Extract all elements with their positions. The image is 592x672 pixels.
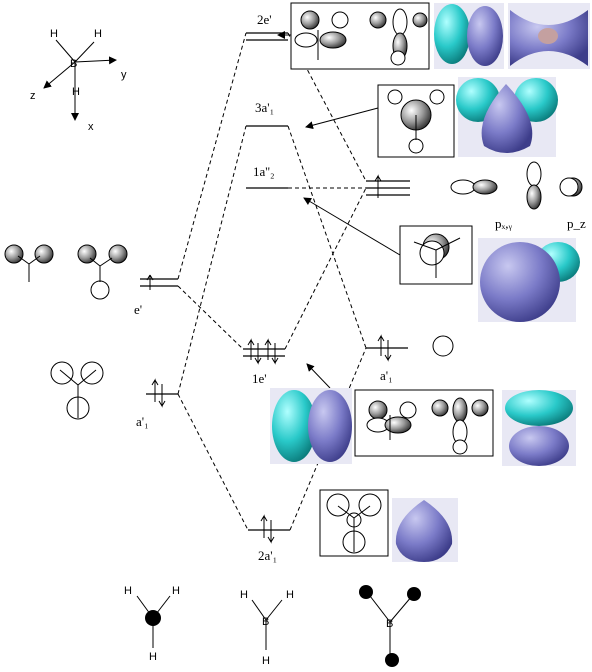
h3-h1-label: H bbox=[124, 585, 132, 597]
render-1e-a bbox=[270, 388, 352, 464]
axis-x-label: x bbox=[88, 121, 94, 133]
mo-2a1-electron-up bbox=[260, 514, 268, 538]
arrow-3a1 bbox=[305, 107, 379, 130]
axis-h3-label: H bbox=[72, 86, 80, 98]
arrow-1a2 bbox=[303, 197, 401, 256]
bh3-h2-label: H bbox=[286, 589, 294, 601]
b-s-orbital bbox=[432, 335, 454, 357]
mo-1eprime-label: 1e' bbox=[252, 371, 267, 386]
axis-y-label: y bbox=[121, 69, 127, 81]
left-aprime1-label: a'₁ bbox=[136, 414, 149, 429]
axis-h1-label: H bbox=[50, 28, 58, 40]
mo-3a1-label: 3a'₁ bbox=[255, 100, 274, 115]
h3-h2-label: H bbox=[172, 585, 180, 597]
b-py-orbital bbox=[526, 161, 542, 210]
render-2e-a bbox=[434, 3, 504, 69]
bh3-h3-label: H bbox=[262, 655, 270, 667]
bh3-boron-label: B bbox=[262, 616, 269, 628]
left-a1-electron-down bbox=[158, 384, 166, 408]
render-1e-b bbox=[502, 390, 576, 466]
bh3-structure: B H H H bbox=[240, 589, 294, 667]
mo-2eprime-label: 2e' bbox=[257, 12, 272, 27]
mo-1e-electron-4 bbox=[271, 343, 279, 365]
left-a1-electron-up bbox=[151, 378, 159, 402]
orbital-box-2e bbox=[290, 2, 430, 70]
render-2e-b bbox=[508, 3, 590, 69]
render-3a1 bbox=[456, 77, 558, 157]
render-2a1 bbox=[392, 498, 458, 562]
axis-boron-label: B bbox=[70, 58, 77, 70]
pz-label: p_z bbox=[567, 216, 586, 231]
b-fragment-boron-label: B bbox=[386, 618, 393, 630]
left-e-electron bbox=[146, 274, 154, 290]
orbital-box-1a2 bbox=[399, 225, 473, 285]
right-aprime1-label: a'₁ bbox=[380, 368, 393, 383]
right-a1-electron-down bbox=[384, 340, 392, 362]
pxy-label: pₓ,ᵧ bbox=[495, 216, 513, 232]
render-1a2 bbox=[478, 238, 580, 322]
b-pz-orbital bbox=[559, 177, 583, 197]
h3-e-orbital-2 bbox=[77, 244, 128, 300]
h3-structure: H H H bbox=[124, 585, 180, 663]
h3-a1-orbital bbox=[50, 361, 104, 420]
axis-z-label: z bbox=[30, 90, 36, 102]
right-p-electron bbox=[374, 174, 382, 198]
h3-h3-label: H bbox=[149, 651, 157, 663]
right-a1-electron-up bbox=[377, 334, 385, 356]
orbital-box-1e bbox=[354, 389, 494, 457]
bh3-h1-label: H bbox=[240, 589, 248, 601]
b-fragment-structure: B bbox=[359, 585, 421, 667]
b-px-orbital bbox=[450, 179, 498, 195]
orbital-box-3a1 bbox=[377, 84, 455, 158]
mo-1e-electron-3 bbox=[264, 338, 272, 360]
arrow-1e bbox=[306, 363, 331, 389]
axis-h2-label: H bbox=[94, 28, 102, 40]
mo-2a1-electron-down bbox=[267, 520, 275, 544]
coordinate-axes: H H B H y z x bbox=[30, 28, 127, 133]
mo-1e-electron-2 bbox=[254, 343, 262, 365]
h3-e-orbital-1 bbox=[4, 244, 54, 282]
mo-1a2-label: 1a''₂ bbox=[253, 164, 275, 179]
left-eprime-label: e' bbox=[134, 302, 142, 317]
orbital-box-2a1 bbox=[319, 489, 389, 557]
mo-2a1-label: 2a'₁ bbox=[258, 548, 277, 563]
mo-1e-electron-1 bbox=[247, 338, 255, 360]
